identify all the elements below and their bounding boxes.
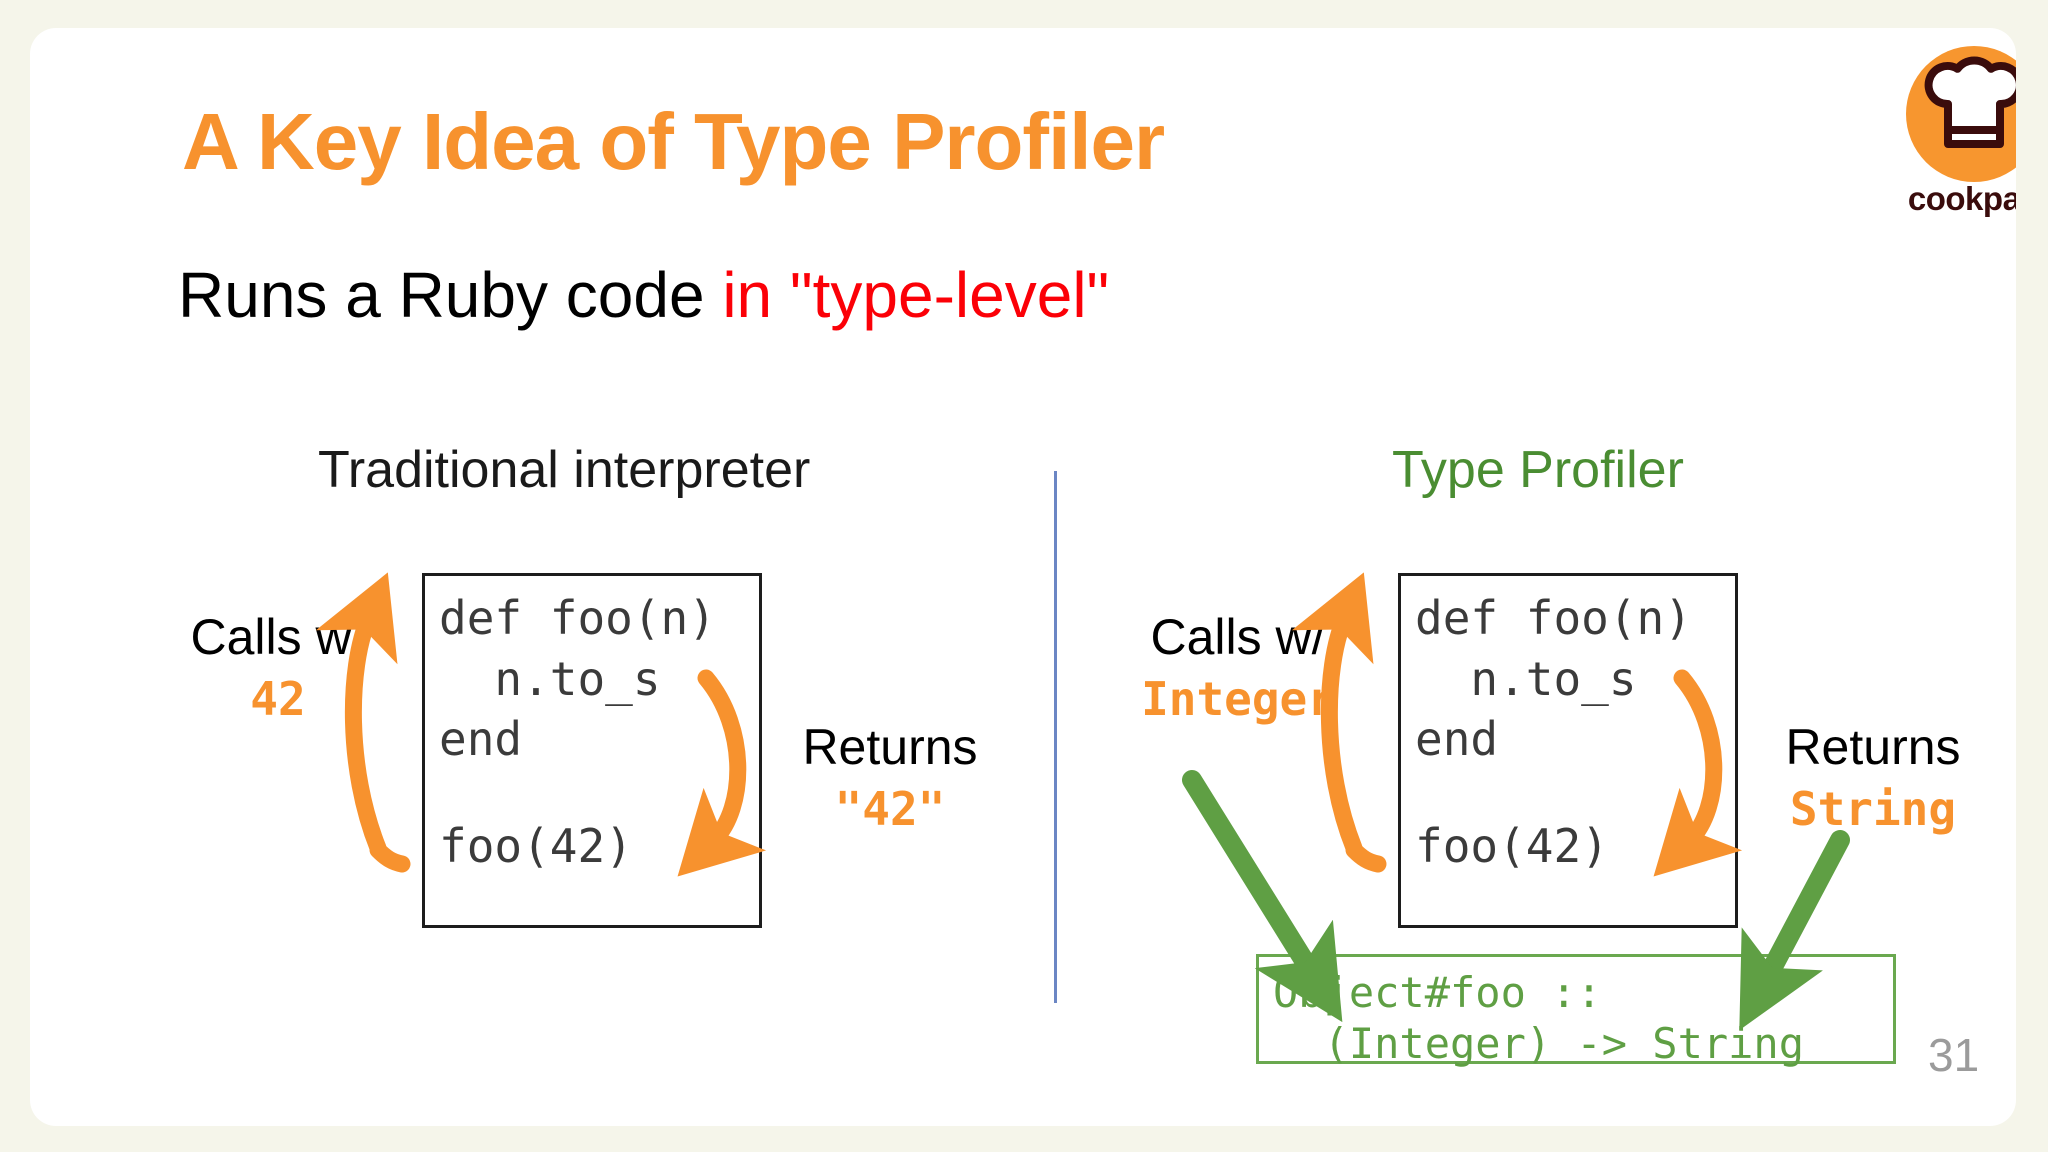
right-return-text: Returns — [1785, 719, 1961, 775]
right-column-heading: Type Profiler — [1392, 441, 1684, 499]
right-call-value: Integer — [1141, 672, 1335, 726]
left-call-label: Calls w/42 — [166, 608, 390, 726]
logo-wordmark: cookpad — [1907, 180, 2016, 217]
subtitle: Runs a Ruby code in "type-level" — [178, 258, 1109, 332]
left-return-text: Returns — [802, 719, 978, 775]
result-line-1: Object#foo :: — [1273, 968, 1602, 1017]
left-column-heading: Traditional interpreter — [318, 441, 811, 499]
subtitle-plain-text: Runs a Ruby code — [178, 259, 723, 331]
left-code-line-3: end — [439, 712, 523, 767]
page-title: A Key Idea of Type Profiler — [182, 97, 1165, 186]
chef-hat-icon — [1924, 56, 2016, 148]
right-code-gap — [1415, 770, 1735, 816]
left-code-line-2: n.to_s — [439, 651, 661, 706]
subtitle-highlight-text: in "type-level" — [722, 259, 1110, 331]
right-code-block: def foo(n) n.to_s end foo(42) — [1398, 573, 1738, 928]
right-return-value: String — [1789, 782, 1957, 836]
left-code-line-1: def foo(n) — [439, 591, 716, 645]
result-line-2: (Integer) -> String — [1273, 1019, 1805, 1069]
right-call-label: Calls w/Integer — [1120, 608, 1356, 726]
right-code-line-4: foo(42) — [1415, 819, 1609, 874]
column-divider — [1054, 471, 1057, 1003]
green-arrow-argument — [1182, 770, 1343, 1023]
type-signature-result-box: Object#foo :: (Integer) -> String — [1256, 954, 1896, 1068]
right-code-line-3: end — [1415, 712, 1499, 767]
right-code-line-1: def foo(n) — [1415, 591, 1692, 645]
cookpad-logo: cookpad — [1894, 46, 2016, 226]
left-call-value: 42 — [250, 672, 306, 726]
left-return-value: "42" — [834, 782, 946, 836]
left-code-gap — [439, 770, 759, 816]
right-code-line-2: n.to_s — [1415, 651, 1637, 706]
page-number: 31 — [1928, 1029, 1980, 1081]
left-call-text: Calls w/ — [190, 609, 366, 665]
slide-card: A Key Idea of Type Profiler Runs a Ruby … — [30, 28, 2016, 1126]
left-return-label: Returns "42" — [780, 718, 1000, 836]
left-code-line-4: foo(42) — [439, 819, 633, 874]
right-call-text: Calls w/ — [1150, 609, 1326, 665]
left-code-block: def foo(n) n.to_s end foo(42) — [422, 573, 762, 928]
